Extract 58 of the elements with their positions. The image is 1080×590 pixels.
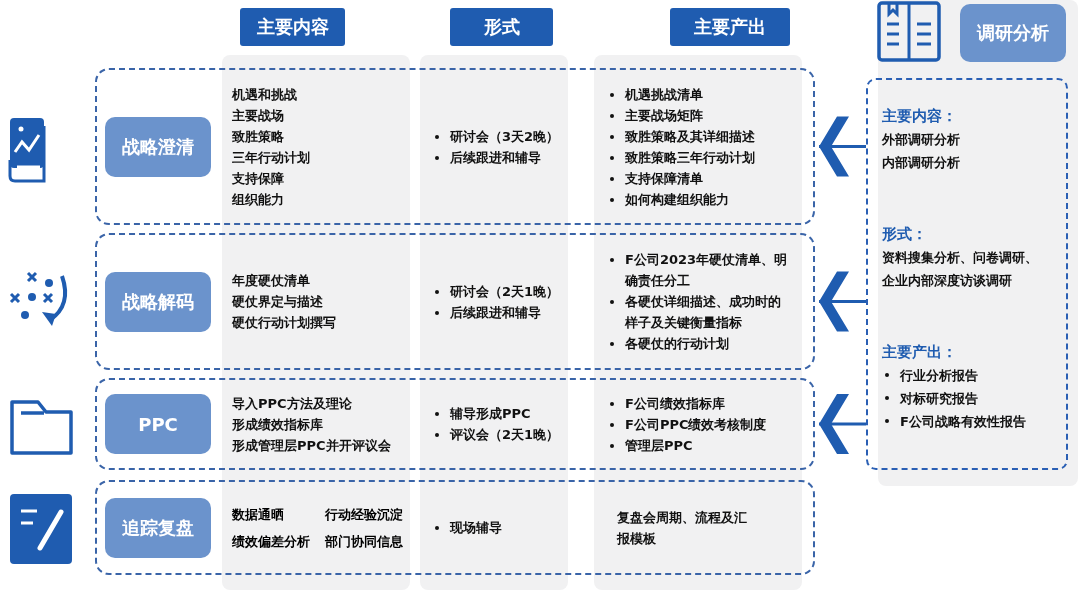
column-header: 主要产出 — [670, 8, 790, 46]
list-item: 复盘会周期、流程及汇报模板 — [617, 509, 747, 546]
stage-box: 追踪复盘 — [105, 497, 211, 558]
list-item: 后续跟进和辅导 — [450, 149, 541, 165]
stage-box: 战略澄清 — [105, 116, 211, 177]
dashed-group-frame — [95, 233, 815, 370]
list-item: 机遇挑战清单 — [625, 86, 703, 102]
list-item: 导入PPC方法及理论 — [232, 395, 352, 411]
list-item: 主要战场矩阵 — [625, 107, 703, 123]
list-item: 致胜策略 — [232, 128, 284, 144]
list-item: 管理层PPC — [625, 437, 693, 453]
column-header: 主要内容 — [240, 8, 345, 46]
list-item: 行业分析报告 — [900, 368, 978, 383]
list-item: 致胜策略及其详细描述 — [625, 128, 755, 144]
list-item: 辅导形成PPC — [450, 406, 531, 421]
list-item: 各硬仗的行动计划 — [625, 336, 729, 351]
list-item: 内部调研分析 — [882, 155, 960, 170]
list-item: F公司战略有效性报告 — [900, 414, 1026, 429]
column-header: 形式 — [450, 8, 553, 46]
list-item: 资料搜集分析、问卷调研、企业内部深度访谈调研 — [882, 250, 1038, 288]
section-header: 调研分析 — [960, 4, 1066, 62]
list-item: 部门协同信息 — [325, 533, 403, 549]
stage-box: PPC — [105, 394, 211, 454]
list-item: 主要战场 — [232, 107, 284, 123]
list-item: 数据通晒 — [232, 506, 284, 522]
list-item: 行动经验沉淀 — [325, 506, 403, 522]
section-heading: 主要内容： — [882, 107, 957, 125]
section-heading: 形式： — [882, 225, 927, 243]
list-item: 三年行动计划 — [232, 149, 310, 165]
list-item: 绩效偏差分析 — [232, 533, 310, 549]
list-item: 年度硬仗清单 — [232, 273, 310, 288]
list-item: 对标研究报告 — [900, 391, 978, 406]
list-item: 研讨会（2天1晚） — [450, 283, 560, 299]
list-item: 后续跟进和辅导 — [450, 304, 541, 320]
dashed-group-frame — [95, 68, 815, 225]
list-item: 支持保障 — [232, 170, 284, 186]
list-item: F公司2023年硬仗清单、明确责任分工 — [625, 252, 788, 288]
list-item: F公司绩效指标库 — [625, 395, 725, 411]
list-item: 形成管理层PPC并开评议会 — [232, 437, 391, 453]
list-item: 组织能力 — [232, 191, 284, 207]
list-item: 硬仗界定与描述 — [232, 294, 323, 309]
stage-box: 战略解码 — [105, 271, 211, 332]
list-item: 外部调研分析 — [882, 132, 960, 147]
dashed-group-frame — [95, 480, 815, 575]
list-item: 现场辅导 — [450, 520, 502, 535]
list-item: 硬仗行动计划撰写 — [232, 315, 336, 330]
list-item: 支持保障清单 — [625, 170, 703, 186]
section-heading: 主要产出： — [882, 343, 957, 361]
list-item: 形成绩效指标库 — [232, 416, 323, 432]
list-item: 如何构建组织能力 — [625, 191, 729, 207]
list-item: 机遇和挑战 — [232, 86, 297, 102]
list-item: 各硬仗详细描述、成功时的样子及关键衡量指标 — [625, 294, 781, 330]
list-item: 研讨会（3天2晚） — [450, 128, 560, 144]
list-item: 评议会（2天1晚） — [450, 427, 560, 442]
dashed-panel — [866, 78, 1068, 470]
list-item: 致胜策略三年行动计划 — [625, 149, 755, 165]
list-item: F公司PPC绩效考核制度 — [625, 416, 767, 432]
dashed-group-frame — [95, 378, 815, 470]
